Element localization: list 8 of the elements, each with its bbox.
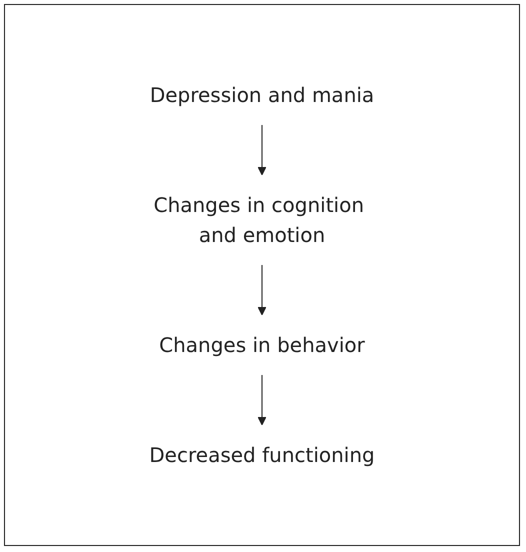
- node-text: Depression and mania: [150, 83, 374, 107]
- arrow: [258, 264, 266, 316]
- frame-border: Depression and mania Changes in cognition and emotion Changes in behavior Decreased functioning: [4, 4, 520, 546]
- node-text: Changes in cognition and emotion: [154, 193, 364, 247]
- node-text: Decreased functioning: [149, 443, 375, 467]
- arrow: [258, 124, 266, 176]
- node-text: Changes in behavior: [159, 333, 365, 357]
- arrow: [258, 374, 266, 426]
